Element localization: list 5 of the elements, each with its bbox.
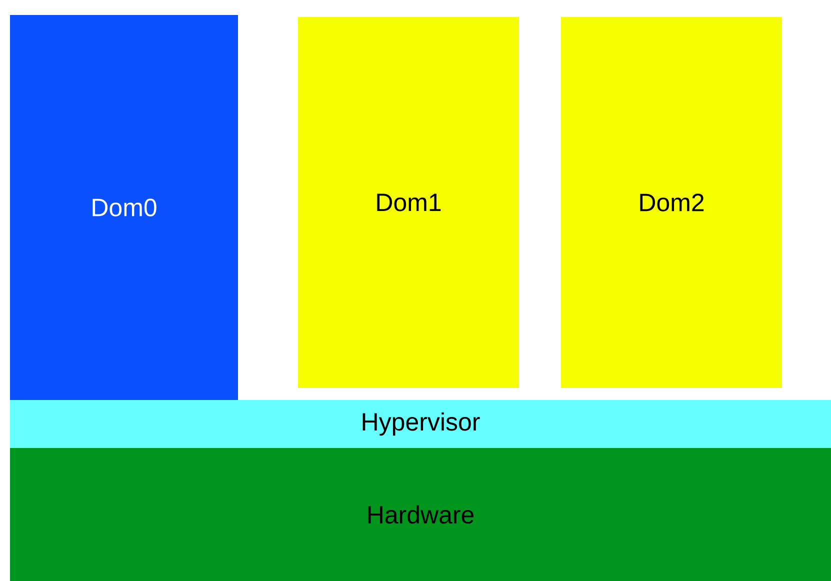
hypervisor-layer: Hypervisor xyxy=(10,400,831,448)
domain-box: Dom2 xyxy=(561,17,782,388)
domain-box: Dom0 xyxy=(10,15,238,400)
hardware-layer: Hardware xyxy=(10,448,831,581)
domain-box: Dom1 xyxy=(298,17,519,388)
